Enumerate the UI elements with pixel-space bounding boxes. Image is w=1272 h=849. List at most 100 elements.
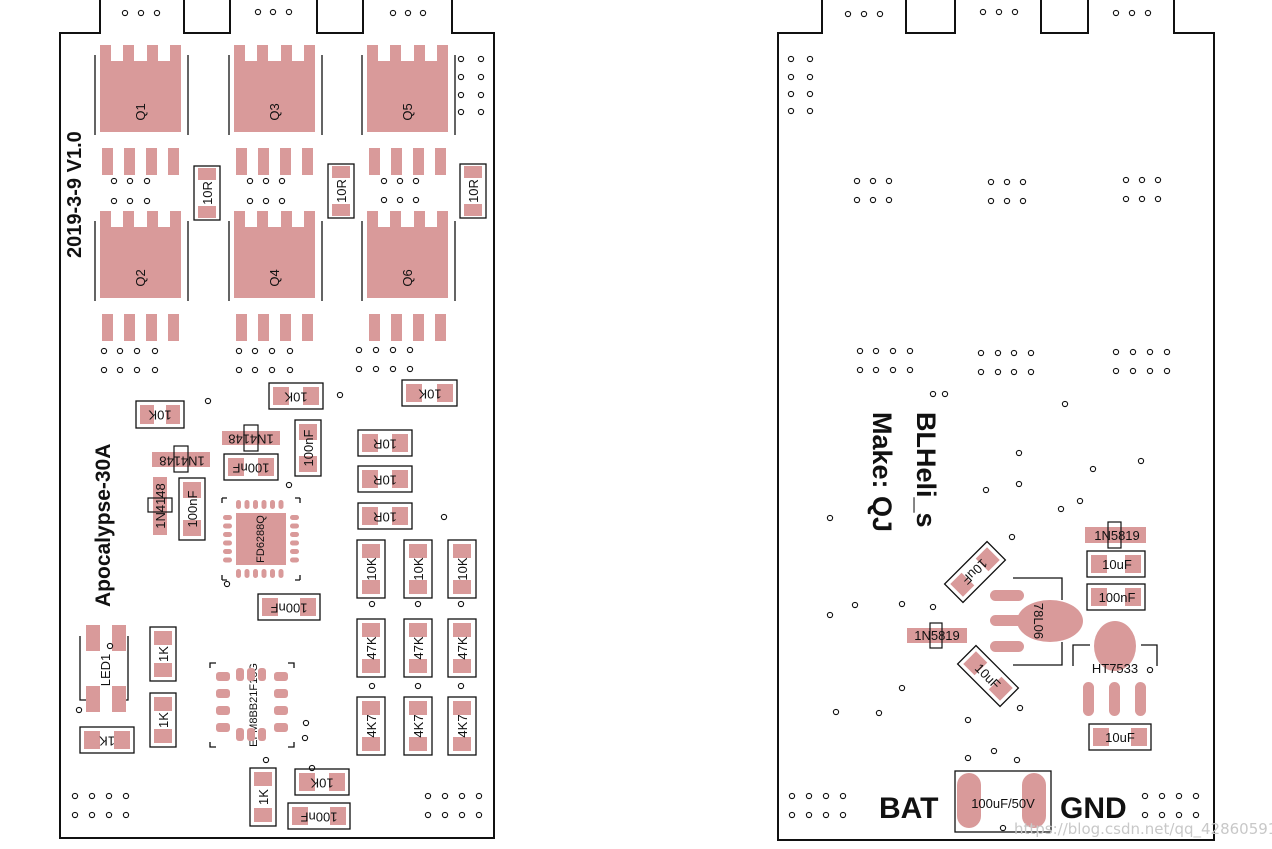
r10k-c: 10K (401, 379, 458, 407)
bulk-cap: 100uF/50V (954, 770, 1052, 833)
svg-text:100nF: 100nF (301, 430, 316, 467)
d1n4148-a: 1N4148 (152, 445, 210, 473)
watermark: https://blog.csdn.net/qq_42860591 (1014, 820, 1272, 838)
svg-text:1K: 1K (156, 646, 171, 662)
r1k-a: 1K (149, 626, 177, 682)
svg-text:10K: 10K (364, 557, 379, 580)
r10k-g: 10K (294, 768, 350, 796)
c100nf-d: 100nF (257, 593, 321, 621)
svg-text:Q4: Q4 (267, 269, 282, 286)
resistor-r10k-f: 10K (447, 539, 477, 599)
gate-resistor-1-label: 10R (200, 181, 215, 205)
svg-text:47K: 47K (364, 636, 379, 659)
svg-text:10uF: 10uF (1105, 730, 1135, 745)
svg-text:1N5819: 1N5819 (1094, 528, 1140, 543)
resistor-r4k7-b: 4K7 (403, 696, 433, 756)
mosfet-q1: Q1 (94, 45, 189, 175)
diode-1n5819-a: 1N5819 (1085, 521, 1146, 549)
resistor-r4k7-c: 4K7 (447, 696, 477, 756)
svg-text:100nF: 100nF (301, 810, 338, 825)
resistor-r47k-b: 47K (403, 618, 433, 678)
svg-text:1K: 1K (156, 712, 171, 728)
gate-resistor-2: 10R (327, 163, 355, 219)
led1: LED1 (79, 625, 129, 712)
r1k-c: 1K (79, 726, 135, 754)
r10r-c: 10R (357, 502, 413, 530)
resistor-r10k-e: 10K (403, 539, 433, 599)
firmware-label: BLHeli_s (911, 412, 941, 528)
right-board (777, 0, 1215, 841)
svg-text:HT7533: HT7533 (1092, 661, 1138, 676)
svg-text:4K7: 4K7 (364, 714, 379, 737)
svg-text:4K7: 4K7 (411, 714, 426, 737)
svg-text:100uF/50V: 100uF/50V (971, 796, 1035, 811)
r1k-b: 1K (149, 692, 177, 748)
resistor-r10k-d: 10K (356, 539, 386, 599)
svg-text:100nF: 100nF (271, 601, 308, 616)
left-board (59, 0, 495, 839)
r10r-b: 10R (357, 465, 413, 493)
svg-text:100nF: 100nF (233, 461, 270, 476)
mosfet-q3: Q3 (228, 45, 323, 175)
cap-10uf-c: 10uF (956, 644, 1020, 708)
svg-text:1N4148: 1N4148 (153, 483, 168, 529)
svg-text:10R: 10R (373, 473, 397, 488)
svg-text:1K: 1K (99, 734, 115, 749)
cap-10uf-d: 10uF (1088, 723, 1152, 751)
c100nf-b: 100nF (294, 419, 322, 477)
svg-text:10R: 10R (373, 437, 397, 452)
svg-text:47K: 47K (455, 636, 470, 659)
svg-text:1N5819: 1N5819 (914, 628, 960, 643)
gate-resistor-2-label: 10R (334, 179, 349, 203)
svg-text:10K: 10K (455, 557, 470, 580)
svg-text:100nF: 100nF (1099, 590, 1136, 605)
svg-text:10K: 10K (284, 390, 307, 405)
reg-ht7533: HT7533 (1072, 621, 1158, 716)
svg-text:10K: 10K (148, 408, 171, 423)
gate-resistor-3-label: 10R (466, 179, 481, 203)
r10r-a: 10R (357, 429, 413, 457)
svg-text:LED1: LED1 (98, 654, 113, 687)
d1n4148-c: 1N4148 (147, 477, 173, 535)
r10k-b: 10K (268, 382, 324, 410)
svg-text:Q6: Q6 (400, 269, 415, 286)
svg-text:10K: 10K (411, 557, 426, 580)
svg-text:Q1: Q1 (133, 103, 148, 120)
bat-label: BAT (879, 792, 938, 825)
svg-text:1N4148: 1N4148 (159, 454, 205, 469)
svg-text:Q5: Q5 (400, 103, 415, 120)
reg-78l06: 78L06 (990, 577, 1083, 666)
svg-text:Q3: Q3 (267, 103, 282, 120)
vertical-resistor-array: 10K 10K 10K 47K 47K 47K 4K7 4K7 4K7 (356, 539, 477, 756)
r1k-d: 1K (249, 767, 277, 827)
c100nf-a: 100nF (223, 453, 279, 481)
r10k-a: 10K (135, 400, 185, 429)
cap-100nf: 100nF (1086, 583, 1146, 611)
svg-text:47K: 47K (411, 636, 426, 659)
svg-text:Q2: Q2 (133, 269, 148, 286)
svg-text:10K: 10K (418, 387, 441, 402)
maker-label: Make: QJ (867, 412, 897, 532)
svg-text:10K: 10K (310, 776, 333, 791)
svg-text:FD6288Q: FD6288Q (255, 515, 267, 563)
diode-1n5819-b: 1N5819 (907, 622, 967, 649)
svg-text:78L06: 78L06 (1031, 603, 1046, 639)
model-label: Apocalypse-30A (92, 444, 115, 607)
mcu-efm8bb21f16g: EFM8BB21F16G (209, 662, 295, 748)
resistor-r47k-a: 47K (356, 618, 386, 678)
svg-text:10R: 10R (373, 510, 397, 525)
c100nf-f: 100nF (287, 802, 351, 830)
driver-ic-fd6288q: FD6288Q (221, 497, 301, 581)
gnd-label: GND (1060, 792, 1127, 825)
c100nf-c: 100nF (178, 477, 206, 541)
d1n4148-b: 1N4148 (222, 424, 280, 452)
mosfet-q2: Q2 (94, 211, 189, 341)
mosfet-q6: Q6 (361, 211, 456, 341)
mosfet-q4: Q4 (228, 211, 323, 341)
resistor-r47k-c: 47K (447, 618, 477, 678)
svg-text:4K7: 4K7 (455, 714, 470, 737)
resistor-r4k7-a: 4K7 (356, 696, 386, 756)
gate-resistor-1: 10R (193, 165, 221, 221)
svg-text:1N4148: 1N4148 (228, 432, 274, 447)
